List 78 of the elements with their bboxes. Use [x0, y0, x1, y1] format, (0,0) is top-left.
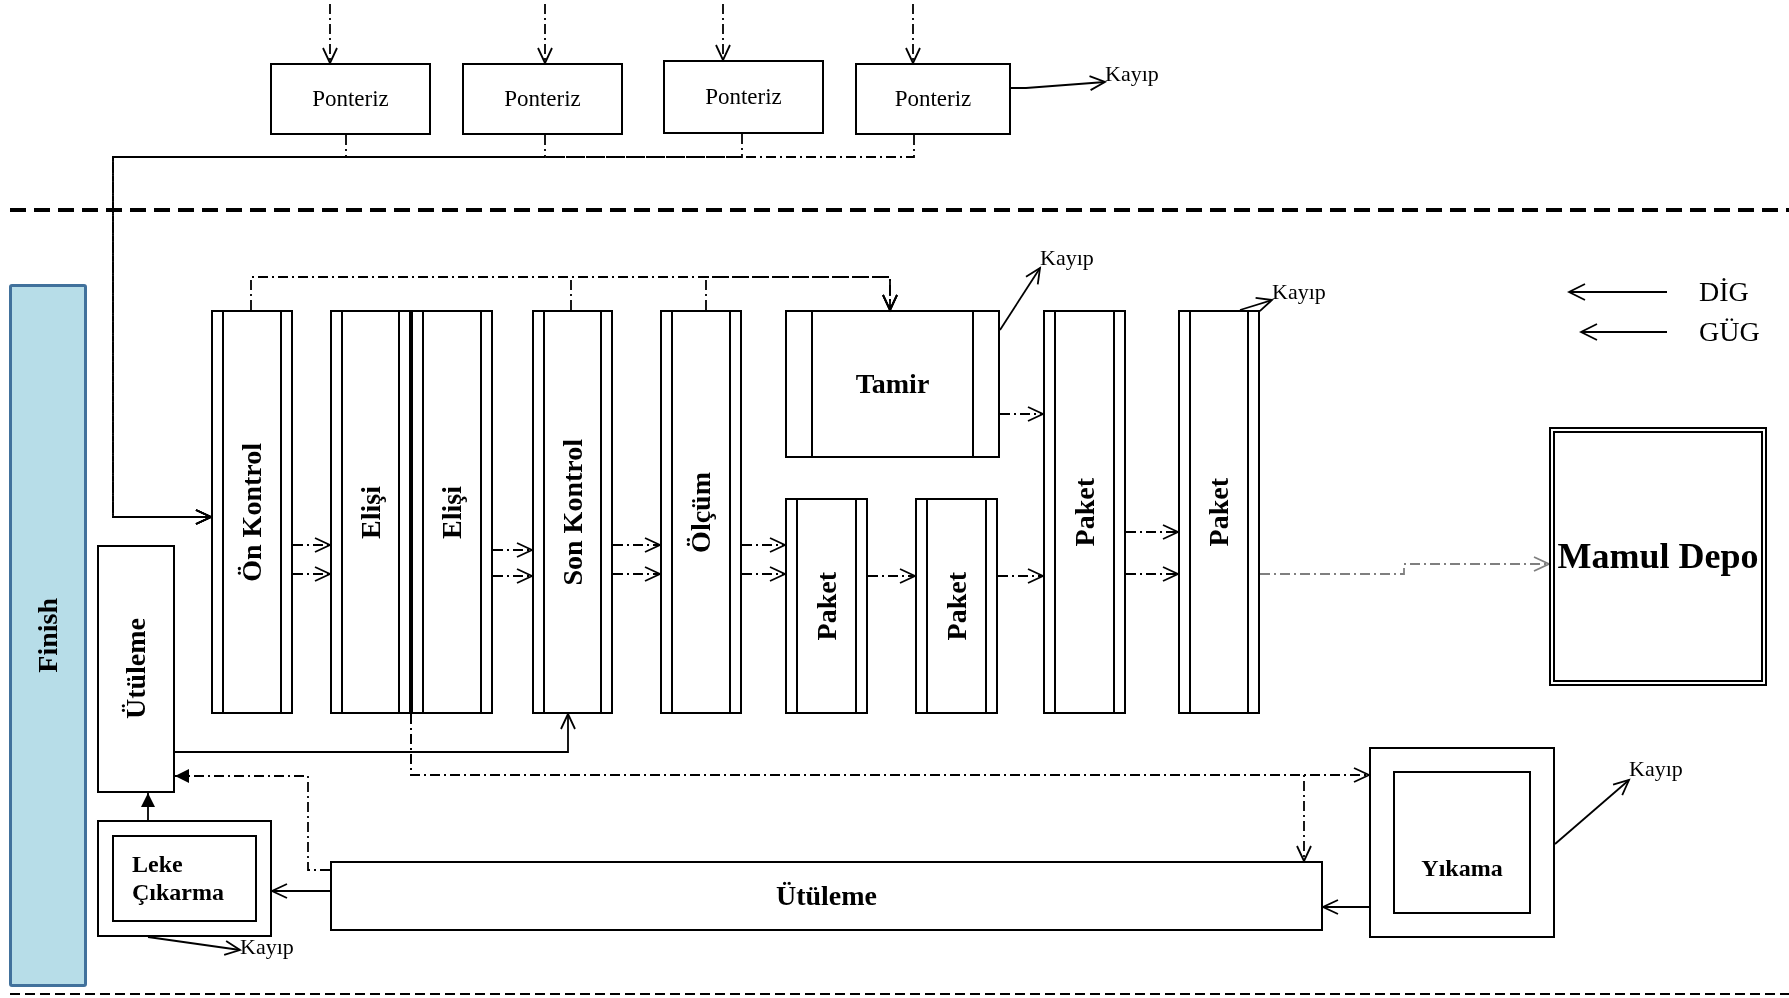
process-box [97, 820, 272, 937]
process-box [97, 545, 175, 793]
flow-arrow [174, 713, 576, 753]
step-label: Yıkama [1421, 855, 1503, 882]
process-bar [411, 310, 493, 714]
step-label: Elişi [436, 485, 468, 539]
step-label: Finish [32, 598, 64, 673]
process-bar [660, 310, 742, 714]
flow-arrow [271, 883, 331, 899]
step-label: Son Kontrol [556, 438, 589, 586]
flow-arrow [492, 542, 533, 558]
process-box [855, 63, 1011, 135]
process-bar [1178, 310, 1260, 714]
flow-arrow [1125, 524, 1179, 540]
step-label: Ponteriz [312, 86, 389, 112]
process-box [270, 63, 431, 135]
flow-arrow [1125, 566, 1179, 582]
process-bar [1043, 310, 1126, 714]
flow-arrow [1259, 556, 1550, 575]
flow-arrow [1322, 899, 1370, 915]
step-label: Paket [940, 571, 973, 641]
step-label: Elişi [354, 485, 387, 539]
process-bar [330, 310, 411, 714]
flow-arrow [705, 276, 898, 311]
flow-arrow [741, 537, 786, 553]
process-bar [915, 498, 998, 714]
flow-arrow [1554, 779, 1630, 845]
step-label: Paket [810, 571, 843, 641]
step-label: Ponteriz [894, 86, 972, 112]
flow-arrow [867, 568, 916, 584]
step-label: Paket [1203, 477, 1235, 547]
step-label: Ütüleme [775, 880, 878, 912]
loss-label: Kayıp [1040, 245, 1094, 271]
step-label: Ponteriz [504, 86, 581, 112]
step-label: Ütüleme [120, 618, 152, 720]
step-label: Paket [1068, 477, 1101, 547]
process-bar [785, 498, 868, 714]
process-bar [532, 310, 613, 714]
flow-arrow [741, 566, 786, 582]
process-box [462, 63, 623, 135]
process-box [663, 60, 824, 134]
step-label: Tamir [855, 368, 930, 400]
process-box [1369, 747, 1555, 938]
legend-label: GÜG [1699, 316, 1760, 348]
flow-arrow [1010, 75, 1106, 91]
loss-label: Kayıp [1105, 61, 1159, 87]
loss-label: Kayıp [1272, 279, 1326, 305]
flow-arrow [112, 134, 915, 525]
process-box [330, 861, 1323, 931]
process-bar [211, 310, 293, 714]
flow-arrow [612, 537, 661, 553]
flow-arrow [997, 568, 1044, 584]
flow-arrow [322, 3, 338, 64]
step-label: Leke Çıkarma [132, 850, 225, 907]
flow-arrow [905, 3, 921, 64]
flow-arrow [612, 566, 661, 582]
process-box [785, 310, 1000, 458]
flow-arrow [999, 267, 1041, 331]
step-label: Ön Kontrol [236, 442, 268, 582]
storage-box [1549, 427, 1767, 686]
loss-label: Kayıp [1629, 756, 1683, 782]
flow-arrow [147, 936, 241, 956]
flow-arrow [1239, 296, 1273, 313]
step-label: Ölçüm [685, 471, 717, 553]
legend-label: DİG [1699, 276, 1749, 308]
loss-label: Kayıp [240, 934, 294, 960]
flow-arrow [715, 3, 731, 61]
flow-arrow [141, 792, 155, 821]
flow-arrow [410, 713, 1312, 862]
step-label: Mamul Depo [1557, 536, 1759, 577]
step-label: Ponteriz [705, 84, 782, 110]
flow-arrow [492, 568, 533, 584]
flow-arrow [999, 406, 1044, 422]
flow-arrow [292, 537, 331, 553]
flow-arrow [174, 769, 331, 871]
flow-arrow [537, 3, 553, 64]
section-band [9, 284, 87, 987]
flow-arrow [292, 566, 331, 582]
